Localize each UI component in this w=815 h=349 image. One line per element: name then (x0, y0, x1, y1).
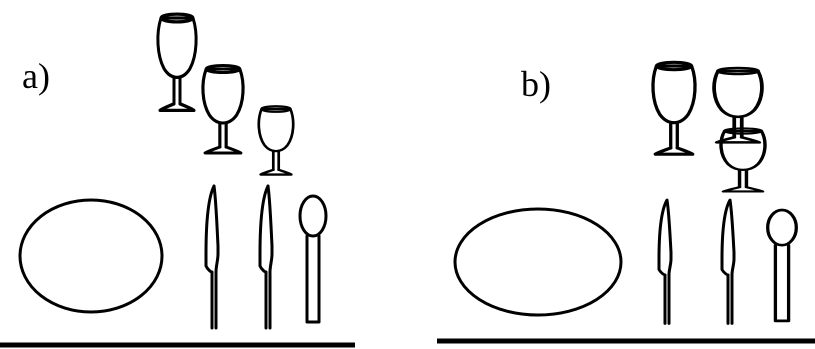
spoon-b (766, 208, 798, 323)
panel-a-label: a) (22, 56, 50, 96)
spoon-a (298, 194, 328, 324)
glass-a-3 (257, 104, 295, 176)
glass-a-2 (201, 63, 245, 155)
panel-b (437, 60, 815, 344)
knife-a-1 (204, 184, 220, 330)
knife-a-2 (258, 184, 274, 330)
knife-b-1 (657, 198, 673, 326)
plate-a (18, 198, 164, 314)
glass-b-1 (651, 60, 697, 156)
panel-a (0, 12, 355, 348)
plate-b (453, 207, 623, 317)
glass-a-1 (156, 12, 198, 113)
knife-b-2 (720, 198, 736, 326)
panel-b-label: b) (521, 64, 551, 104)
